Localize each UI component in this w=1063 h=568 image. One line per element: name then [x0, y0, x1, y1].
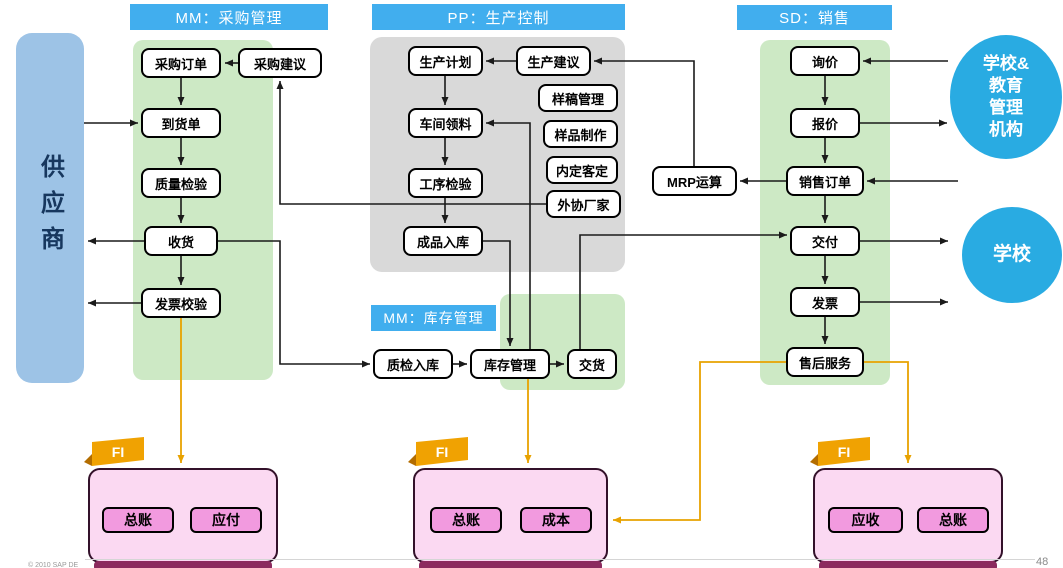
node-process-inspection: 工序检验 — [408, 168, 483, 198]
arrow-aftersales-to-fi-middle — [613, 361, 786, 524]
node-inquiry: 询价 — [790, 46, 860, 76]
footer-divider — [85, 559, 1035, 560]
arrow-outsource-to-proposal — [276, 81, 546, 205]
ribbon-fold — [408, 454, 416, 466]
node-invoice-verification: 发票校验 — [141, 288, 221, 318]
node-quotation: 报价 — [790, 108, 860, 138]
node-qc-warehousing: 质检入库 — [373, 349, 453, 379]
header-sd-sales: SD：销售 — [737, 5, 892, 30]
node-inventory-mgmt: 库存管理 — [470, 349, 550, 379]
ribbon-label: FI — [838, 444, 850, 460]
panel-mm-purchasing — [133, 40, 273, 380]
ribbon-banner — [818, 437, 870, 466]
fi-box-general-ledger-middle: 总账 — [430, 507, 502, 533]
header-mm-inventory: MM：库存管理 — [371, 305, 496, 331]
supplier-label: 供应商 — [36, 154, 64, 262]
customer-school: 学校 — [962, 207, 1062, 303]
ribbon-label: FI — [112, 444, 124, 460]
node-sales-order: 销售订单 — [786, 166, 864, 196]
arrow-finishedin-to-invmgmt — [483, 240, 514, 346]
arrow-delivery-to-deliver — [579, 231, 787, 349]
arrow-aftersales-to-fi-right — [864, 361, 912, 463]
node-sample-making: 样品制作 — [543, 120, 618, 148]
node-sample-draft-mgmt: 样稿管理 — [538, 84, 618, 112]
node-goods-issue: 交货 — [567, 349, 617, 379]
fi-box-accounts-payable: 应付 — [190, 507, 262, 533]
node-goods-receipt: 收货 — [144, 226, 218, 256]
fi-ribbon-icon-left: FI — [84, 437, 144, 466]
header-mm-purchasing: MM：采购管理 — [130, 4, 328, 30]
fi-panel-sales: 应收 总账 — [813, 468, 1003, 563]
copyright-text: © 2010 SAP DE — [28, 562, 79, 568]
fi-panel-production: 总账 成本 — [413, 468, 608, 563]
fi-ribbon-icon-right: FI — [810, 437, 870, 466]
supplier-box: 供应商 — [16, 33, 84, 383]
node-after-sales-service: 售后服务 — [786, 347, 864, 377]
fi-shadow-right — [819, 561, 997, 568]
ribbon-fold — [810, 454, 818, 466]
ribbon-fold — [84, 454, 92, 466]
header-pp-production: PP：生产控制 — [372, 4, 625, 30]
fi-box-cost: 成本 — [520, 507, 592, 533]
fi-box-general-ledger-left: 总账 — [102, 507, 174, 533]
fi-box-accounts-receivable: 应收 — [828, 507, 903, 533]
node-quality-check: 质量检验 — [141, 168, 221, 198]
fi-box-general-ledger-right: 总账 — [917, 507, 989, 533]
node-purchase-proposal: 采购建议 — [238, 48, 322, 78]
node-purchase-order: 采购订单 — [141, 48, 221, 78]
node-mrp-run: MRP运算 — [652, 166, 737, 196]
node-production-proposal: 生产建议 — [516, 46, 591, 76]
node-internal-customer-approval: 内定客定 — [546, 156, 618, 184]
node-production-plan: 生产计划 — [408, 46, 483, 76]
ribbon-banner — [92, 437, 144, 466]
node-delivery: 交付 — [790, 226, 860, 256]
arrow-receive-to-qcin — [218, 240, 370, 368]
node-material-picking: 车间领料 — [408, 108, 483, 138]
node-invoice: 发票 — [790, 287, 860, 317]
customer-school-label: 学校 — [992, 243, 1031, 265]
fi-shadow-left — [94, 561, 272, 568]
ribbon-banner — [416, 437, 468, 466]
arrow-mrp-to-prodproposal — [594, 57, 695, 166]
node-finished-goods-in: 成品入库 — [403, 226, 483, 256]
ribbon-label: FI — [436, 444, 448, 460]
page-number: 48 — [1036, 556, 1049, 568]
node-arrival-note: 到货单 — [141, 108, 221, 138]
fi-panel-purchasing: 总账 应付 — [88, 468, 278, 563]
arrow-invmgmt-to-materialpick — [486, 119, 531, 349]
node-outsource-vendor: 外协厂家 — [546, 190, 621, 218]
fi-shadow-middle — [419, 561, 602, 568]
fi-ribbon-icon-middle: FI — [408, 437, 468, 466]
customer-school-education: 学校& 教育 管理 机构 — [950, 35, 1062, 159]
customer-school-education-label: 学校& 教育 管理 机构 — [982, 53, 1030, 140]
